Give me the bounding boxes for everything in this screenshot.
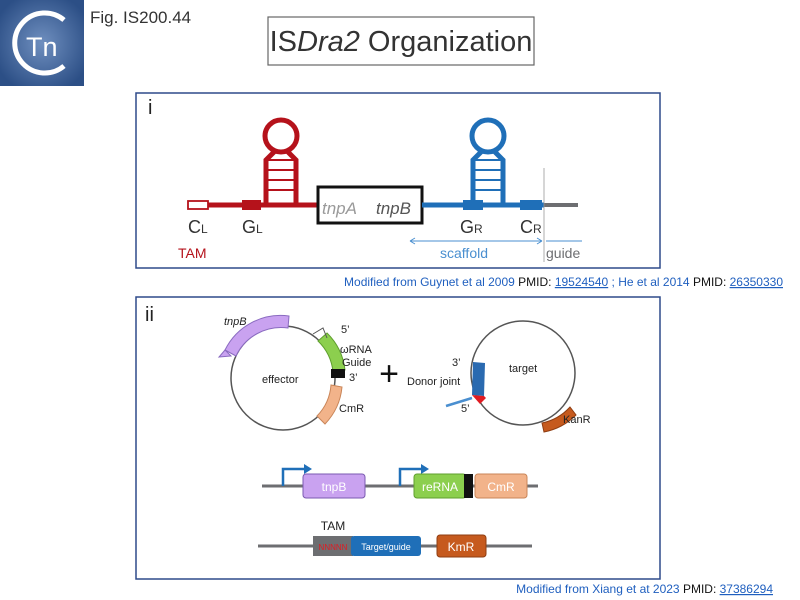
right-c-label: CR — [520, 217, 542, 237]
guide-label: guide — [546, 245, 580, 261]
construct-1-cmr-label: CmR — [487, 480, 515, 494]
construct-1-promoter-2-arrow — [421, 464, 429, 474]
construct-1-guide-block — [464, 474, 473, 498]
tam-label: TAM — [178, 245, 207, 261]
right-g-label: GR — [460, 217, 483, 237]
logo-text: Tn — [26, 32, 58, 62]
construct-1-cmr-box — [474, 473, 528, 499]
tnpa-label: tnpA — [322, 199, 357, 218]
construct-2-target-guide-box — [351, 536, 421, 556]
panel-ii: ii effector tnpB 5’ ωRNA Guide 3’ CmR + … — [135, 296, 661, 580]
target-five-prime-label: 5’ — [461, 403, 470, 415]
logo: Tn — [0, 0, 84, 86]
left-stem — [263, 148, 278, 205]
left-g-block — [242, 200, 261, 210]
target-donor-joint-block — [472, 362, 485, 396]
target-label: target — [509, 363, 537, 375]
effector-label: effector — [262, 374, 299, 386]
tnpb-label: tnpB — [376, 199, 411, 218]
panel-i-label: i — [148, 97, 152, 119]
logo-c-arc — [12, 10, 66, 76]
construct-1-rerna-label: reRNA — [422, 480, 458, 494]
left-stem-2 — [284, 148, 299, 205]
effector-five-prime-label: 5’ — [341, 324, 350, 336]
construct-2-tam-box — [313, 536, 353, 556]
construct-2-kmr-box — [436, 534, 487, 558]
effector-cmr-label: CmR — [339, 403, 364, 415]
citation-panel-ii: Modified from Xiang et at 2023 PMID: 373… — [516, 582, 773, 596]
left-end-box — [187, 200, 209, 210]
construct-1-promoter-1 — [281, 467, 305, 486]
effector-guide-label: Guide — [342, 357, 371, 369]
construct-2-tam-label: TAM — [321, 519, 345, 533]
left-c-label: CL — [188, 217, 208, 237]
effector-tnpb-arrowhead — [217, 349, 233, 358]
target-kanr-arc — [541, 406, 577, 433]
construct-1-promoter-2 — [398, 467, 422, 486]
effector-three-prime-label: 3’ — [349, 372, 358, 384]
right-stem-2 — [491, 148, 506, 205]
construct-1-tnpb-box — [302, 473, 366, 499]
page-title: ISDra2 Organization — [270, 26, 533, 58]
right-c-block — [520, 200, 542, 210]
title-box — [267, 16, 535, 66]
construct-1-tnpb-label: tnpB — [322, 480, 347, 494]
left-g-label: GL — [242, 217, 263, 237]
panel-ii-label: ii — [145, 304, 154, 326]
effector-omega-rna-label: ωRNA — [340, 344, 372, 356]
effector-tnpb-arc — [224, 314, 290, 357]
panel-ii-border — [135, 296, 661, 580]
right-stem — [470, 148, 485, 205]
citation-panel-i: Modified from Guynet et al 2009 PMID: 19… — [344, 275, 783, 289]
panel-i: i CL GL TAM tnpA tnpB GR CR — [135, 92, 661, 269]
construct-2-target-guide-label: Target/guide — [361, 542, 411, 552]
panel-i-border — [135, 92, 661, 269]
plus-sign: + — [379, 355, 399, 393]
target-red-block — [472, 395, 486, 404]
target-kanr-label: KanR — [563, 414, 591, 426]
effector-five-prime-tick — [312, 327, 328, 339]
target-three-prime-label: 3’ — [452, 357, 461, 369]
construct-1-promoter-1-arrow — [304, 464, 312, 474]
scaffold-label: scaffold — [440, 245, 488, 261]
figure-label: Fig. IS200.44 — [90, 8, 191, 27]
construct-2-kmr-label: KmR — [448, 540, 475, 554]
effector-guide-block — [331, 369, 345, 378]
target-donor-pointer — [445, 396, 473, 408]
right-hairpin-loop — [469, 117, 507, 155]
donor-joint-label: Donor joint — [407, 376, 460, 388]
left-hairpin-loop — [262, 117, 300, 155]
scaffold-arrowheads — [409, 237, 543, 245]
construct-2-nnnnn-label: NNNNN — [319, 543, 348, 552]
effector-cmr-arc — [316, 384, 343, 425]
target-plasmid — [470, 320, 576, 426]
effector-tnpb-label: tnpB — [224, 316, 247, 328]
